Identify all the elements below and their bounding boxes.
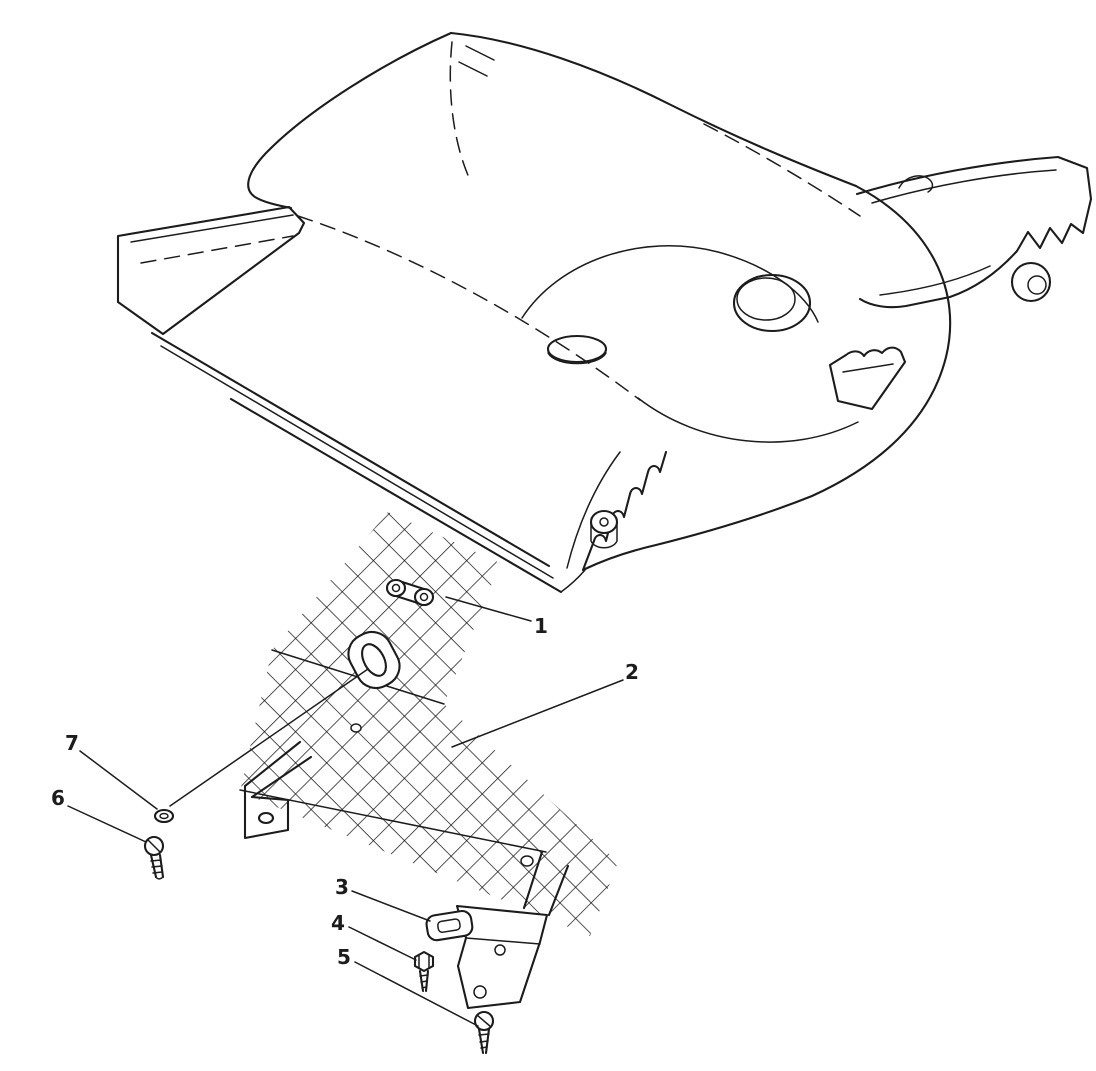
callout-4: 4: [331, 911, 345, 935]
callout-6: 6: [51, 786, 65, 810]
pan-screw-part5: [473, 1010, 495, 1055]
handle-mount-bracket: [855, 155, 1093, 309]
handle-clamp-bump: [898, 175, 934, 193]
hex-screw-part4: [413, 950, 435, 993]
bracket-hole-lower: [473, 985, 487, 999]
washer-part7: [153, 808, 175, 824]
strap-hole: [257, 811, 275, 825]
callout-5: 5: [337, 945, 351, 969]
leader-line-7: [79, 750, 158, 810]
deck-hidden-line-mid: [297, 215, 641, 401]
screen-clamp-part1: [385, 578, 435, 607]
deck-hidden-line-right: [703, 123, 861, 217]
mesh-front-edge: [239, 789, 547, 853]
mesh-hole-left: [350, 723, 362, 733]
mesh-screen: [239, 512, 618, 936]
machine-screw-part6: [143, 835, 165, 880]
leader-line-2: [451, 679, 624, 748]
callout-2: 2: [625, 660, 639, 684]
deck-hidden-line-top: [449, 41, 471, 181]
leader-line-3: [351, 890, 431, 922]
deck-rear-curve: [583, 184, 952, 571]
deck-scalloped-edge: [566, 450, 668, 572]
leader-line-4: [348, 926, 417, 961]
mower-deck-housing: [247, 31, 952, 571]
callout-1: 1: [534, 614, 548, 638]
right-mounting-strap: [522, 850, 570, 917]
mesh-hole-right: [520, 855, 534, 867]
deck-left-edge: [247, 31, 453, 210]
deck-oval-hole: [546, 334, 608, 365]
deck-front-baffle-plate: [116, 205, 306, 336]
deck-fold-marks: [458, 45, 495, 77]
deck-front-skirt: [150, 331, 586, 594]
fastener-axis-line: [169, 668, 369, 807]
deck-inner-bowl-top: [521, 245, 819, 323]
mesh-screen-upper-panel: [272, 512, 500, 704]
bottom-bracket: [455, 904, 549, 1010]
deck-round-hole: [732, 273, 812, 333]
leader-line-5: [354, 961, 479, 1027]
leader-lines: [67, 596, 624, 1027]
deck-inner-bowl-bottom: [637, 397, 859, 443]
callout-3: 3: [335, 875, 349, 899]
leader-line-1: [445, 596, 532, 622]
left-mounting-strap: [243, 740, 313, 840]
deck-mounting-boss: [589, 509, 619, 549]
callout-7: 7: [65, 731, 79, 755]
clamp-plate-part3: [425, 909, 474, 942]
deck-top-edge: [449, 31, 858, 188]
leader-line-6: [67, 805, 147, 843]
deck-lower-bracket: [828, 346, 907, 411]
bracket-hole-upper: [494, 944, 506, 956]
